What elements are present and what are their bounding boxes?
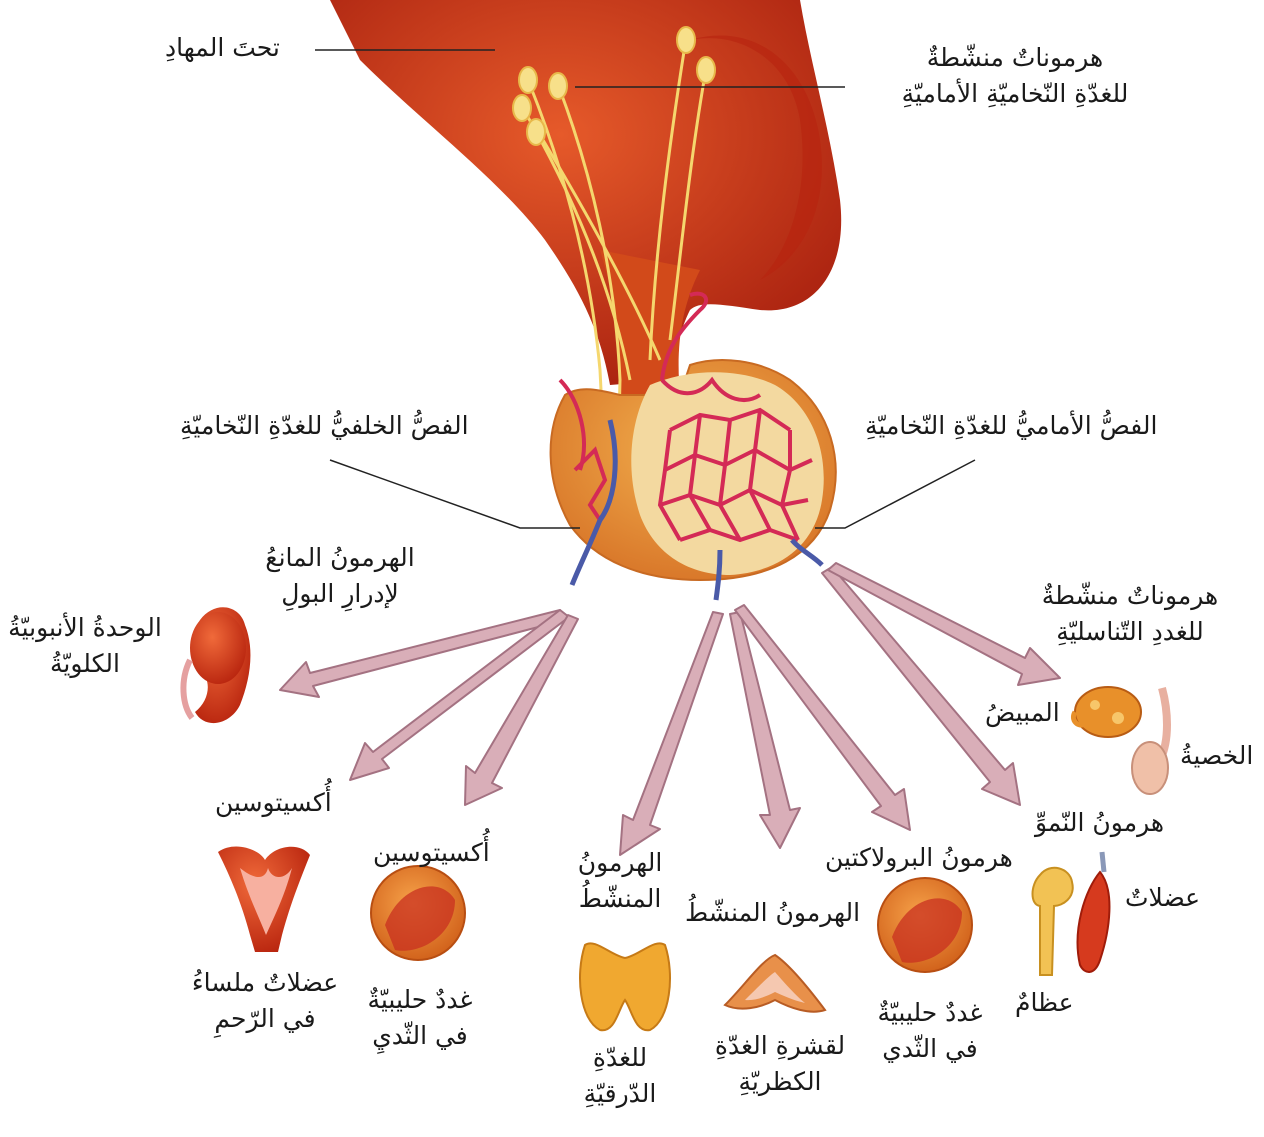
label-releasing-hormones-line1: هرموناتٌ منشّطةٌ	[870, 40, 1160, 76]
label-muscles: عضلاتٌ	[1125, 880, 1200, 916]
uterus-organ	[218, 847, 310, 952]
mammary-gland-1	[371, 866, 465, 960]
label-nephron-line2: الكلويّةُ	[0, 646, 170, 682]
label-adh-line1: الهرمونُ المانعُ	[240, 540, 440, 576]
label-adh-line2: لإدرارِ البولِ	[240, 576, 440, 612]
label-uterus: عضلاتٌ ملساءُ في الرّحمِ	[175, 965, 355, 1037]
label-releasing-hormones: هرموناتٌ منشّطةٌ للغدّةِ النّخاميّةِ الأ…	[870, 40, 1160, 112]
hypothalamus-tissue	[330, 0, 841, 385]
label-mammary-2: غددٌ حليبيّةٌ في الثّدي	[855, 995, 1005, 1067]
mammary-gland-2	[878, 878, 972, 972]
label-tsh-line2: المنشّطُ	[555, 881, 685, 917]
label-bones: عظامٌ	[1015, 985, 1074, 1021]
label-hypothalamus: تحتَ المهادِ	[165, 30, 280, 66]
label-uterus-line2: في الرّحمِ	[175, 1001, 355, 1037]
label-mammary-1-line1: غددٌ حليبيّةٌ	[345, 982, 495, 1018]
label-adrenal: لقشرةِ الغدّةِ الكظريّةِ	[695, 1028, 865, 1100]
label-growth-hormone: هرمونُ النّموِّ	[1035, 805, 1164, 841]
label-anterior-lobe: الفصُّ الأماميُّ للغدّةِ النّخاميّةِ	[865, 408, 1158, 444]
label-oxytocin-2: أُكسيتوسين	[373, 835, 490, 871]
label-testis: الخصيةُ	[1180, 738, 1253, 774]
label-mammary-2-line1: غددٌ حليبيّةٌ	[855, 995, 1005, 1031]
label-adrenal-line2: الكظريّةِ	[695, 1064, 865, 1100]
label-tsh-line1: الهرمونُ	[555, 845, 685, 881]
adrenal-organ	[725, 955, 825, 1012]
muscle-organ	[1078, 852, 1110, 972]
label-mammary-2-line2: في الثّدي	[855, 1031, 1005, 1067]
label-tsh: الهرمونُ المنشّطُ	[555, 845, 685, 917]
label-uterus-line1: عضلاتٌ ملساءُ	[175, 965, 355, 1001]
label-oxytocin-1: أُكسيتوسين	[215, 785, 332, 821]
label-thyroid-line1: للغدّةِ	[555, 1040, 685, 1076]
kidney-organ	[183, 607, 250, 723]
label-mammary-1: غددٌ حليبيّةٌ في الثّديِ	[345, 982, 495, 1054]
label-releasing-hormones-line2: للغدّةِ النّخاميّةِ الأماميّةِ	[870, 76, 1160, 112]
label-thyroid: للغدّةِ الدّرقيّةِ	[555, 1040, 685, 1112]
label-prolactin: هرمونُ البرولاكتين	[825, 840, 1013, 876]
label-gonadotropins: هرموناتٌ منشّطةٌ للغددِ التّناسليّةِ	[1020, 578, 1240, 650]
label-acth: الهرمونُ المنشّطُ	[685, 895, 860, 931]
label-mammary-1-line2: في الثّديِ	[345, 1018, 495, 1054]
label-adh: الهرمونُ المانعُ لإدرارِ البولِ	[240, 540, 440, 612]
label-adrenal-line1: لقشرةِ الغدّةِ	[695, 1028, 865, 1064]
label-thyroid-line2: الدّرقيّةِ	[555, 1076, 685, 1112]
label-nephron-line1: الوحدةُ الأنبوبيّةُ	[0, 610, 170, 646]
bone-organ	[1033, 868, 1073, 975]
label-posterior-lobe: الفصُّ الخلفيُّ للغدّةِ النّخاميّةِ	[180, 408, 469, 444]
label-ovary: المبيضُ	[985, 695, 1060, 731]
label-gonadotropins-line1: هرموناتٌ منشّطةٌ	[1020, 578, 1240, 614]
label-gonadotropins-line2: للغددِ التّناسليّةِ	[1020, 614, 1240, 650]
thyroid-organ	[580, 943, 670, 1030]
label-nephron: الوحدةُ الأنبوبيّةُ الكلويّةُ	[0, 610, 170, 682]
ovary-organ	[1073, 687, 1141, 737]
